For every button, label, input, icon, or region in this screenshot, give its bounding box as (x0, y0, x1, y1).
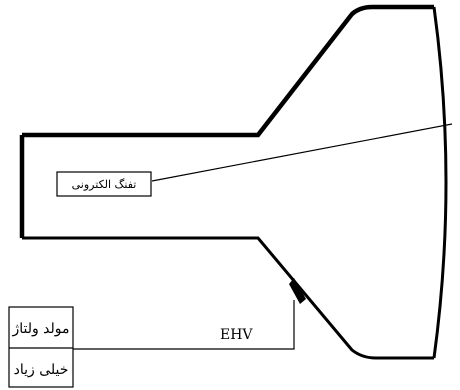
voltage-generator-box: مولد ولتاژ خیلی زیاد (8, 306, 74, 388)
generator-label-line1: مولد ولتاژ (11, 321, 69, 337)
electron-gun-label: تفنگ الکترونی (72, 178, 137, 191)
electron-gun-label-box: تفنگ الکترونی (56, 171, 152, 197)
tube-lower-outline (22, 236, 434, 360)
generator-label-line2: خیلی زیاد (14, 362, 69, 378)
electron-beam (151, 123, 453, 182)
anode-connector (289, 278, 306, 304)
tube-upper-outline (19, 4, 434, 238)
ehv-label: EHV (220, 327, 253, 343)
ehv-wire (73, 300, 295, 350)
screen-face (432, 6, 448, 359)
